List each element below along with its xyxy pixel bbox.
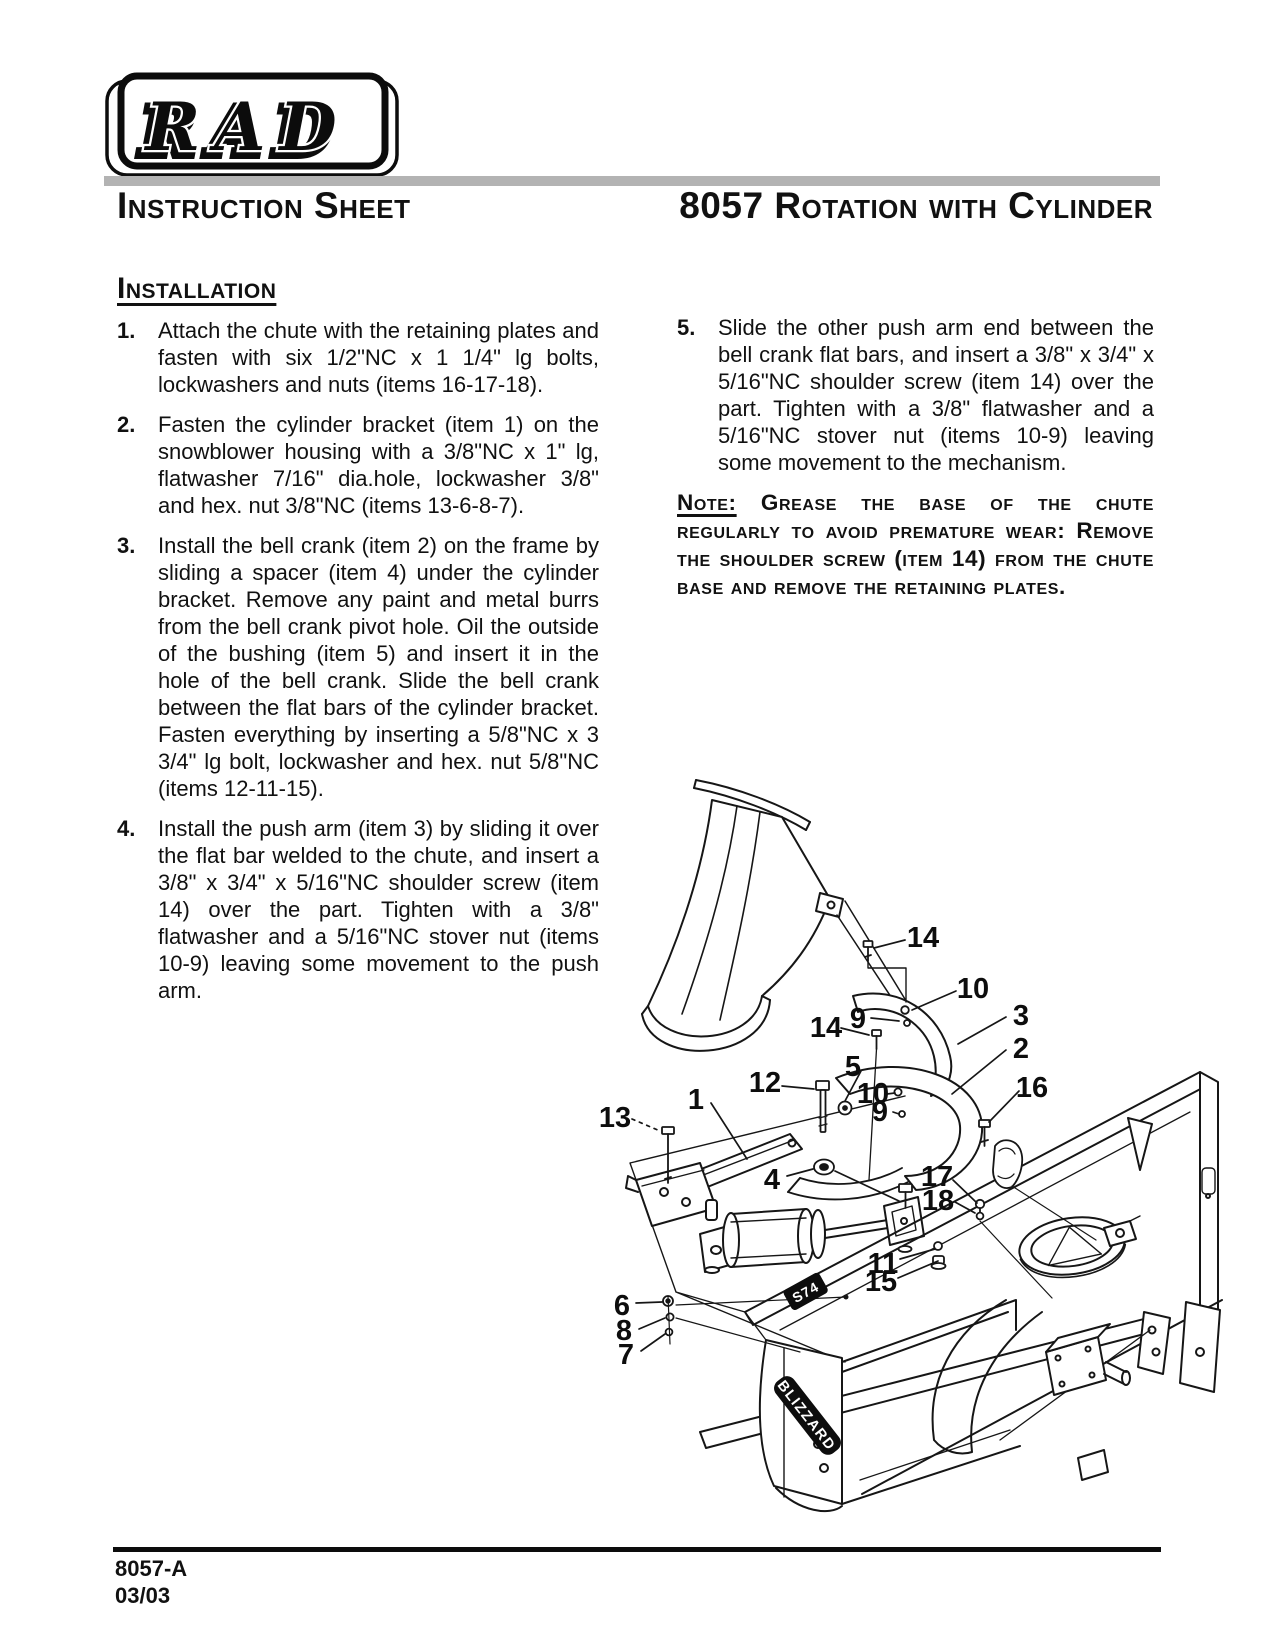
footer-date: 03/03 <box>115 1583 171 1608</box>
callout-numbers: 14 10 9 14 3 2 5 12 1 13 16 10 9 4 17 18… <box>599 922 1048 1371</box>
right-column: 5. Slide the other push arm end between … <box>677 314 1154 624</box>
step-text: Install the bell crank (item 2) on the f… <box>158 533 599 801</box>
bell-crank-assembly <box>787 992 984 1201</box>
callout-8: 8 <box>616 1315 632 1347</box>
fastener-glyphs <box>661 940 1024 1345</box>
step-text: Slide the other push arm end between the… <box>718 315 1154 475</box>
logo-text-shadow: RAD <box>138 93 345 171</box>
step-text: Fasten the cylinder bracket (item 1) on … <box>158 412 599 518</box>
step-5: 5. Slide the other push arm end between … <box>677 314 1154 476</box>
step-4: 4. Install the push arm (item 3) by slid… <box>117 815 599 1004</box>
grease-note: Note: Grease the base of the chute regul… <box>677 489 1154 601</box>
callout-15: 15 <box>865 1266 897 1298</box>
rad-logo-graphic: RAD RAD <box>105 72 399 177</box>
step-3: 3. Install the bell crank (item 2) on th… <box>117 532 599 802</box>
callout-2: 2 <box>1013 1033 1029 1065</box>
note-label: Note: <box>677 490 737 515</box>
rad-logo: RAD RAD <box>104 68 404 182</box>
callout-4: 4 <box>764 1164 780 1196</box>
callout-17: 17 <box>921 1161 953 1193</box>
logo-text-outline: RAD <box>143 88 350 166</box>
callout-1: 1 <box>688 1084 704 1116</box>
doc-type-title: Instruction Sheet <box>117 185 411 226</box>
installation-heading: Installation <box>117 272 277 305</box>
step-number: 4. <box>117 816 136 841</box>
callout-9a: 9 <box>850 1003 866 1035</box>
callout-7: 7 <box>618 1339 634 1371</box>
step-1: 1. Attach the chute with the retaining p… <box>117 317 599 398</box>
callout-13: 13 <box>599 1102 631 1134</box>
callout-3: 3 <box>1013 1000 1029 1032</box>
step-number: 3. <box>117 533 136 558</box>
callout-6: 6 <box>614 1290 630 1322</box>
left-column: Installation 1. Attach the chute with th… <box>117 272 599 1017</box>
callout-12: 12 <box>749 1067 781 1099</box>
callout-leader-lines <box>631 939 1097 1353</box>
step-text: Install the push arm (item 3) by sliding… <box>158 816 599 1003</box>
step-number: 5. <box>677 315 696 340</box>
step-number: 1. <box>117 318 136 343</box>
title-bar: Instruction Sheet 8057 Rotation with Cyl… <box>117 186 1153 226</box>
cylinder-bracket-assembly <box>625 1095 925 1363</box>
footer-doc-code: 8057-A <box>115 1556 188 1581</box>
logo-inner-border <box>117 72 389 170</box>
callout-10b: 10 <box>857 1078 889 1110</box>
footer-divider <box>113 1547 1161 1552</box>
callout-5: 5 <box>845 1051 861 1083</box>
step-text: Attach the chute with the retaining plat… <box>158 318 599 397</box>
header-divider <box>104 176 1160 186</box>
callout-11: 11 <box>868 1248 899 1280</box>
callout-14b: 14 <box>810 1012 842 1044</box>
callout-10a: 10 <box>957 973 989 1005</box>
step-number: 2. <box>117 412 136 437</box>
step-2: 2. Fasten the cylinder bracket (item 1) … <box>117 411 599 519</box>
chute-deflector <box>641 779 909 1052</box>
callout-18: 18 <box>922 1185 954 1217</box>
snowblower-frame <box>699 1071 1223 1513</box>
callout-9b: 9 <box>872 1096 888 1128</box>
note-text: Grease the base of the chute regularly t… <box>677 490 1154 599</box>
callout-16: 16 <box>1016 1072 1048 1104</box>
doc-number-title: 8057 Rotation with Cylinder <box>679 185 1153 226</box>
callout-14a: 14 <box>907 922 939 954</box>
